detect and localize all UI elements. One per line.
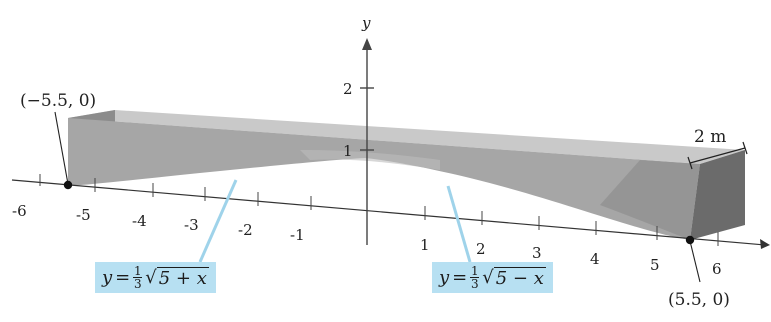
x-axis-line — [11, 179, 766, 246]
equation-fraction: 1 3 — [470, 264, 480, 291]
left-endpoint-dot — [63, 180, 73, 190]
width-dimension-cap — [742, 141, 748, 155]
radicand: 5 + x — [156, 266, 209, 289]
x-tick-label: 1 — [420, 236, 430, 254]
beam-highlight — [300, 150, 440, 170]
radical-sign: √ — [482, 266, 494, 288]
equation-equals: = — [452, 267, 468, 288]
width-label: 2 m — [694, 127, 726, 147]
beam-solid — [68, 110, 745, 240]
fraction-bar — [470, 277, 480, 278]
x-axis-arrow — [760, 239, 770, 249]
equation-equals: = — [115, 267, 131, 288]
y-tick-label: 2 — [343, 80, 353, 98]
y-axis-label: y — [361, 14, 371, 32]
left-point-label: (−5.5, 0) — [20, 91, 96, 111]
x-axis-labels: -6 -5 -4 -3 -2 -1 1 2 3 4 5 6 — [12, 202, 722, 278]
fraction-numerator: 1 — [133, 264, 142, 278]
right-point-label: (5.5, 0) — [668, 290, 730, 310]
x-axis — [11, 179, 766, 246]
x-tick-label: 5 — [650, 256, 660, 274]
square-root: √ 5 + x — [145, 266, 209, 289]
fraction-denominator: 3 — [470, 277, 479, 291]
beam-shade-right — [600, 160, 700, 240]
left-curve-equation: y = 1 3 √ 5 + x — [95, 262, 216, 293]
x-axis-ticks — [39, 174, 719, 246]
x-tick-label: 4 — [590, 250, 600, 268]
fraction-bar — [133, 277, 143, 278]
y-axis-arrow — [362, 38, 372, 50]
x-tick-label: 6 — [712, 260, 722, 278]
right-curve-equation: y = 1 3 √ 5 − x — [432, 262, 553, 293]
beam-front-face — [68, 118, 700, 240]
x-tick-label: -5 — [76, 206, 91, 224]
fraction-numerator: 1 — [470, 264, 479, 278]
x-tick-label: -2 — [238, 221, 253, 239]
beam-top-face — [68, 110, 745, 164]
left-point-leader — [54, 111, 69, 185]
x-tick-label: -3 — [184, 216, 199, 234]
equation-lhs: y — [439, 267, 450, 288]
radicand: 5 − x — [493, 266, 546, 289]
left-curve-pointer — [198, 179, 238, 263]
equation-fraction: 1 3 — [133, 264, 143, 291]
right-point-leader — [689, 240, 701, 283]
x-tick-label: -1 — [290, 226, 305, 244]
y-axis — [360, 45, 374, 245]
width-dimension-cap — [687, 156, 693, 170]
x-tick-label: -6 — [12, 202, 27, 220]
equation-lhs: y — [102, 267, 113, 288]
beam-right-face — [690, 150, 745, 240]
width-dimension-line — [689, 147, 746, 164]
width-dimension — [687, 141, 748, 170]
right-endpoint-dot — [685, 235, 695, 245]
square-root: √ 5 − x — [482, 266, 546, 289]
right-curve-pointer — [446, 185, 472, 263]
radical-sign: √ — [145, 266, 157, 288]
x-tick-label: 2 — [476, 240, 486, 258]
x-tick-label: 3 — [532, 244, 542, 262]
fraction-denominator: 3 — [133, 277, 142, 291]
x-tick-label: -4 — [132, 212, 147, 230]
y-tick-label: 1 — [343, 142, 353, 160]
